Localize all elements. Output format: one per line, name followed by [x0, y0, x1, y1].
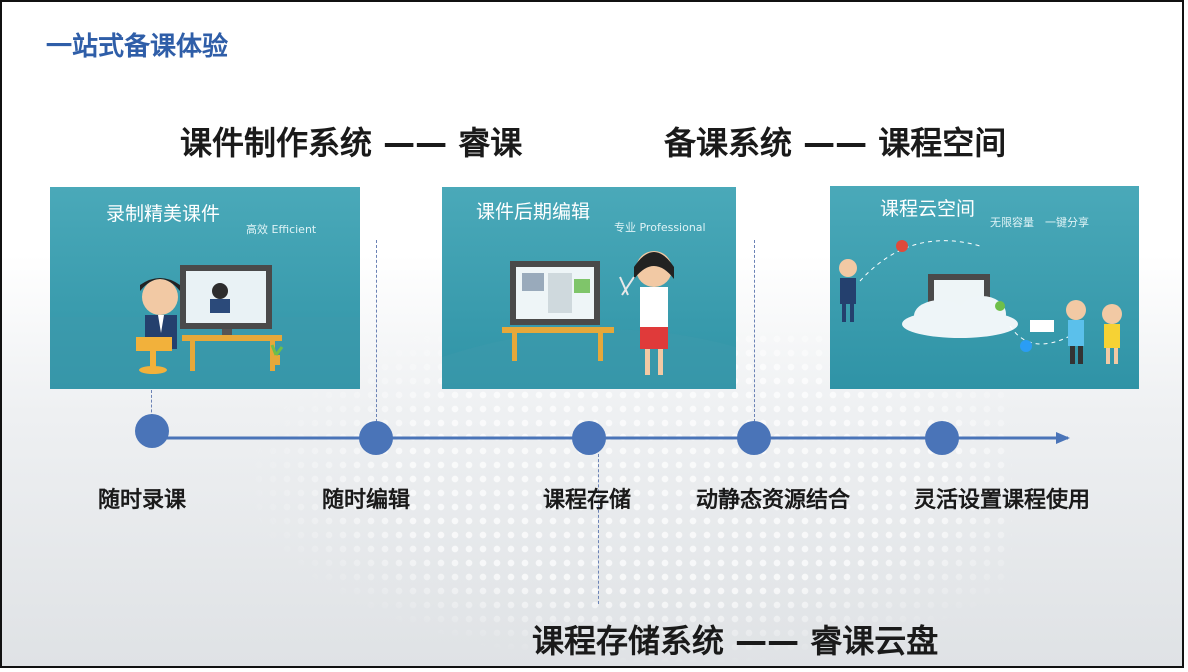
teacher-editing-illustration [442, 251, 736, 389]
connector-line [151, 390, 152, 422]
timeline-node [737, 421, 771, 455]
panel-title: 课程云空间 [880, 198, 976, 220]
panel-subtitle: 高效 Efficient [246, 223, 317, 236]
connector-line [598, 454, 599, 604]
page-title: 一站式备课体验 [46, 32, 229, 62]
timeline-node-label: 动静态资源结合 [696, 488, 851, 513]
timeline-node [572, 421, 606, 455]
storage-system-title: 课程存储系统 —— 睿课云盘 [532, 622, 939, 660]
courseware-system-title: 课件制作系统 —— 睿课 [180, 124, 523, 162]
panel-subtitle: 无限容量 一键分享 [990, 216, 1089, 229]
teacher-recording-illustration [50, 265, 360, 389]
connector-line [754, 240, 755, 422]
panel-record-courseware: 录制精美课件 高效 Efficient [50, 187, 360, 389]
timeline-node-label: 随时录课 [98, 488, 187, 513]
panel-title: 录制精美课件 [106, 203, 221, 225]
timeline-node [925, 421, 959, 455]
cloud-sharing-illustration [839, 240, 1122, 364]
panel-subtitle: 专业 Professional [614, 221, 706, 234]
timeline-node-label: 随时编辑 [322, 488, 411, 513]
timeline-node-label: 灵活设置课程使用 [914, 488, 1091, 513]
timeline-node [135, 414, 169, 448]
timeline-node-label: 课程存储 [543, 488, 632, 513]
prep-system-title: 备课系统 —— 课程空间 [664, 124, 1007, 162]
panel-course-cloud: 课程云空间 无限容量 一键分享 [830, 186, 1139, 389]
timeline-node [359, 421, 393, 455]
panel-title: 课件后期编辑 [476, 201, 591, 223]
panel-edit-courseware: 课件后期编辑 专业 Professional [442, 187, 736, 389]
connector-line [376, 240, 377, 422]
